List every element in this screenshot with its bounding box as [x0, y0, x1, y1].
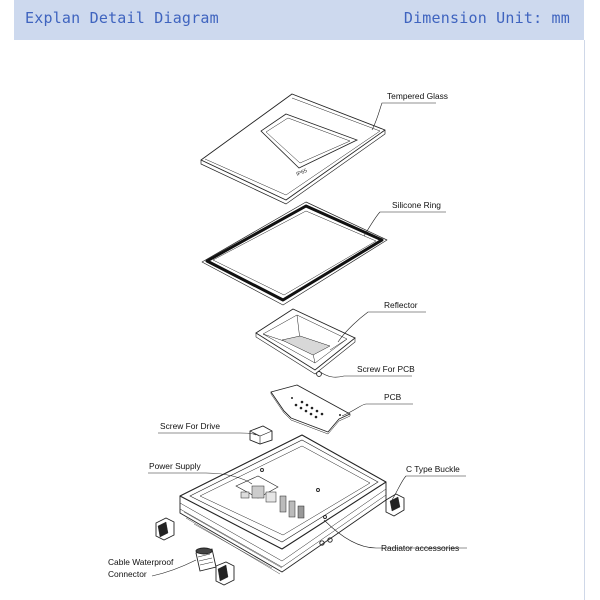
pcb-screw [316, 371, 322, 377]
label-power-supply: Power Supply [149, 461, 201, 471]
tempered-glass: IP65 [200, 93, 386, 205]
leader-lines [148, 102, 467, 577]
cable-waterproof-connector [195, 547, 217, 572]
header-bar: Explan Detail Diagram Dimension Unit: mm [14, 0, 584, 40]
pcb-board [270, 384, 351, 435]
label-radiator-accessories: Radiator accessories [381, 543, 459, 553]
label-screw-for-pcb: Screw For PCB [357, 364, 415, 374]
c-type-buckle-bottom [215, 561, 235, 586]
dimension-unit: Dimension Unit: mm [403, 9, 570, 27]
diagram-title: Explan Detail Diagram [25, 9, 219, 27]
glass-logo: IP65 [296, 168, 309, 178]
label-screw-for-drive: Screw For Drive [160, 421, 220, 431]
c-type-buckle-left [155, 517, 175, 541]
right-border [584, 40, 585, 600]
label-cable-connector-line2: Connector [108, 569, 147, 579]
reflector [255, 308, 356, 375]
c-type-buckle-right [385, 493, 405, 517]
radiator-housing [179, 434, 387, 575]
label-c-type-buckle: C Type Buckle [406, 464, 460, 474]
label-silicone-ring: Silicone Ring [392, 200, 441, 210]
label-reflector: Reflector [384, 300, 418, 310]
label-pcb: PCB [384, 392, 402, 402]
drive-screw-block [249, 425, 273, 445]
label-tempered-glass: Tempered Glass [387, 91, 448, 101]
silicone-ring [201, 201, 388, 306]
label-cable-connector-line1: Cable Waterproof [108, 557, 174, 567]
